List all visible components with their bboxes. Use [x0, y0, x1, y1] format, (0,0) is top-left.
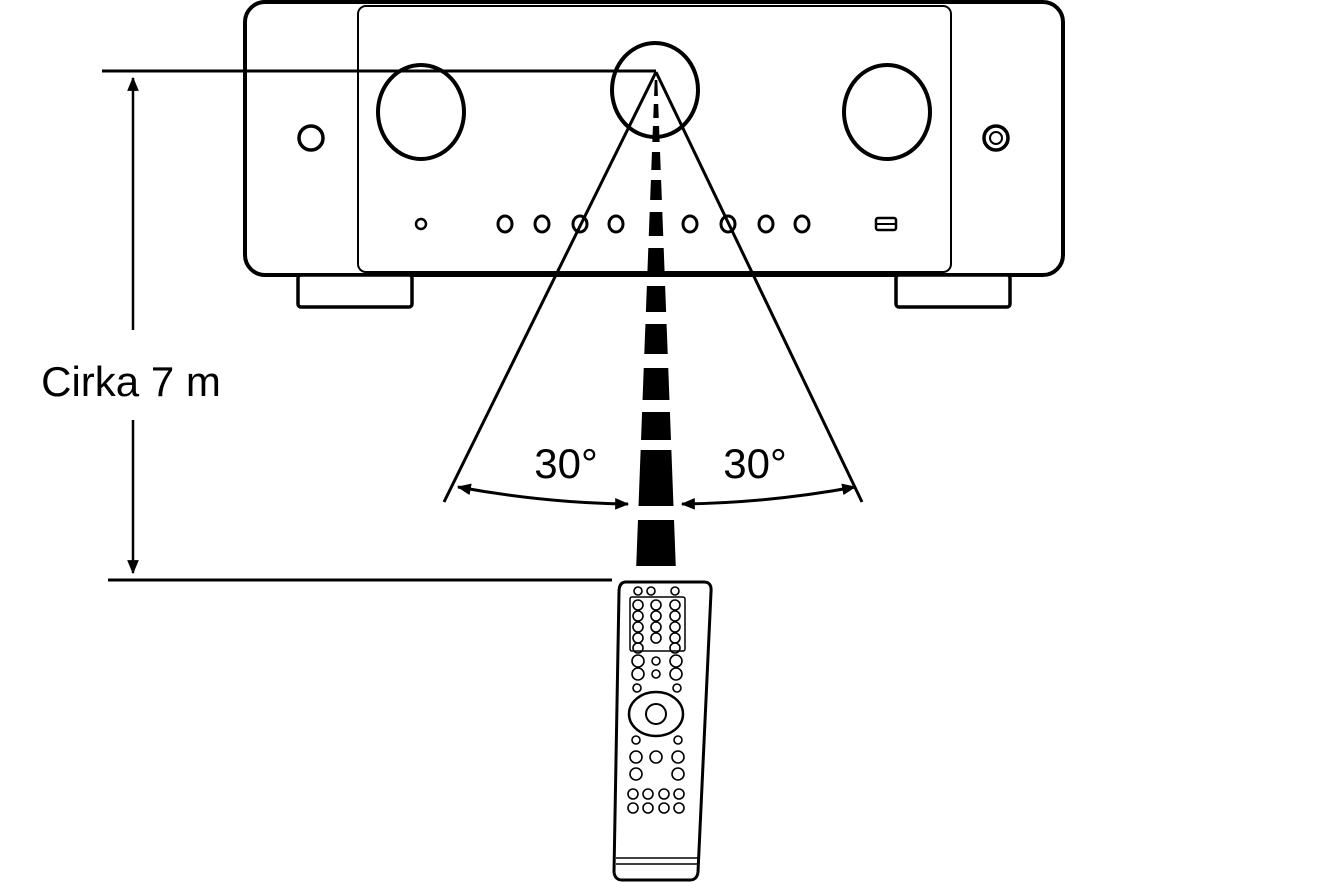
remote-button	[673, 788, 685, 800]
remote-button	[669, 610, 681, 622]
beam-right-edge	[654, 71, 864, 503]
distance-label: Cirka 7 m	[41, 358, 221, 405]
remote-button	[649, 750, 663, 764]
remote-button	[646, 586, 656, 596]
remote-button	[670, 586, 680, 596]
remote-button	[633, 586, 643, 596]
remote-body	[612, 580, 713, 882]
signal-beam	[442, 71, 864, 566]
angle-label-left: 30°	[534, 440, 598, 487]
remote-button	[669, 599, 681, 611]
front-button	[681, 214, 699, 234]
remote-button	[632, 610, 644, 622]
remote-button	[650, 632, 662, 644]
angle-arc-right	[680, 483, 857, 510]
beam-dash	[645, 286, 667, 312]
setup-mic-jack	[414, 217, 428, 231]
remote-button	[631, 735, 641, 745]
remote-button	[642, 788, 654, 800]
beam-dash	[652, 126, 660, 142]
beam-dash	[647, 248, 665, 272]
right-knob	[842, 63, 932, 161]
remote-button	[632, 683, 642, 693]
left-foot	[296, 273, 414, 309]
remote-button	[650, 610, 662, 622]
headphone-jack	[982, 124, 1010, 152]
remote-button	[658, 788, 670, 800]
remote-button	[632, 599, 644, 611]
remote-button	[669, 654, 683, 668]
beam-dash	[638, 450, 674, 506]
remote-buttons	[627, 586, 685, 814]
remote-button	[627, 802, 639, 814]
remote-cursor-ring	[627, 690, 685, 738]
remote-button	[642, 802, 654, 814]
beam-dash	[650, 180, 662, 200]
remote-button	[651, 656, 661, 666]
headphone-jack-inner	[989, 131, 1003, 145]
front-button	[571, 214, 589, 234]
front-button	[719, 214, 737, 234]
remote-number-pad-area	[629, 596, 686, 652]
beam-dash	[642, 368, 670, 400]
front-button	[757, 214, 775, 234]
remote-button	[669, 642, 681, 654]
beam-dash	[644, 324, 668, 354]
angle-label-right: 30°	[723, 440, 787, 487]
beam-dash	[636, 520, 676, 566]
remote-button	[671, 767, 685, 781]
remote-button	[631, 667, 645, 681]
power-button	[297, 124, 325, 152]
beam-dash	[654, 80, 658, 96]
left-knob	[376, 63, 466, 161]
front-button	[793, 214, 811, 234]
beam-center-dashes	[636, 80, 676, 566]
beam-dash	[651, 152, 661, 170]
remote-button	[627, 788, 639, 800]
remote-button	[651, 669, 661, 679]
right-foot	[894, 273, 1012, 309]
remote-button	[632, 621, 644, 633]
beam-left-edge	[442, 71, 658, 503]
front-button	[607, 214, 625, 234]
front-buttons	[496, 214, 811, 234]
remote-button	[632, 642, 644, 654]
remote-button	[669, 621, 681, 633]
remote-button	[658, 802, 670, 814]
distance-dimension	[102, 69, 656, 582]
beam-dash	[653, 104, 659, 118]
remote-button	[672, 683, 682, 693]
front-button	[533, 214, 551, 234]
remote-button	[671, 750, 685, 764]
beam-dash	[648, 212, 664, 236]
remote-enter-button	[645, 703, 667, 725]
remote-button	[650, 621, 662, 633]
remote-button	[629, 750, 643, 764]
remote-button	[631, 654, 645, 668]
remote-button	[629, 767, 643, 781]
remote-button	[650, 599, 662, 611]
remote-button	[673, 735, 683, 745]
angle-arc-left	[456, 483, 630, 510]
front-button	[496, 214, 514, 234]
remote-control	[612, 580, 713, 882]
beam-dash	[641, 412, 671, 440]
remote-button	[669, 667, 683, 681]
remote-button	[673, 802, 685, 814]
